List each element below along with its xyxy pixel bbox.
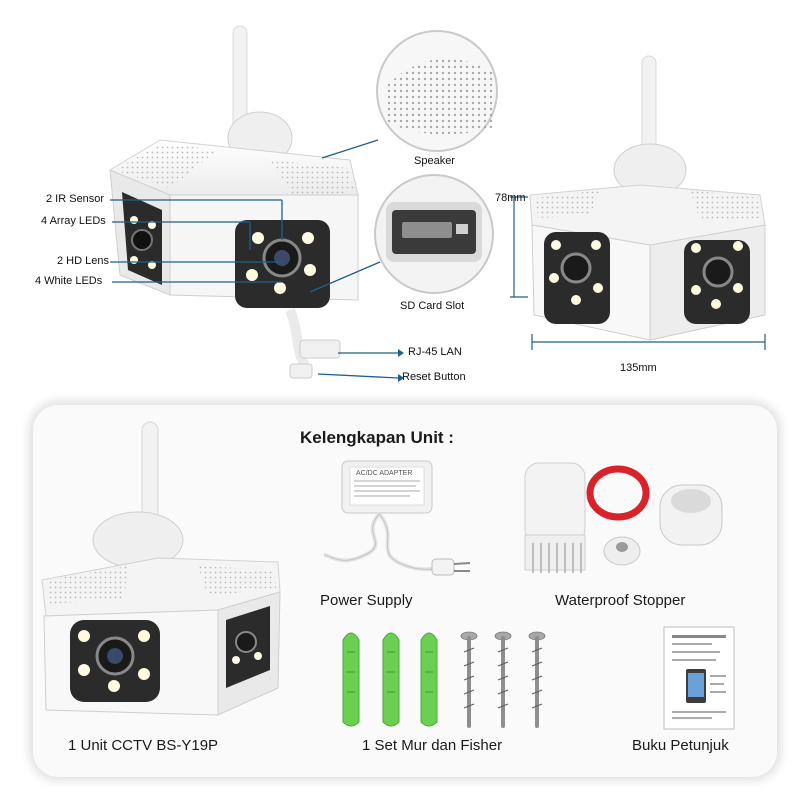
package-contents-title: Kelengkapan Unit :: [300, 428, 454, 447]
callout-ir-sensor: 2 IR Sensor: [46, 193, 105, 205]
callout-speaker: Speaker: [414, 155, 455, 167]
callout-array-leds: 4 Array LEDs: [41, 215, 106, 227]
screws-and-anchors-image: [342, 631, 546, 728]
waterproof-stopper-caption: Waterproof Stopper: [555, 592, 686, 609]
waterproof-stopper-image: [524, 462, 723, 573]
cctv-unit-image: [41, 421, 281, 716]
callout-rj45-lan: RJ-45 LAN: [408, 346, 462, 358]
callout-white-leds: 4 White LEDs: [35, 275, 103, 287]
speaker-zoom-circle: [376, 30, 498, 152]
user-manual-image: [663, 626, 735, 730]
cctv-unit-caption: 1 Unit CCTV BS-Y19P: [68, 737, 219, 754]
power-supply-image: [323, 460, 471, 576]
adapter-label-text: AC/DC ADAPTER: [356, 470, 413, 477]
callout-hd-lens: 2 HD Lens: [57, 255, 109, 267]
screws-anchors-caption: 1 Set Mur dan Fisher: [362, 737, 503, 754]
callout-reset-button: Reset Button: [402, 371, 466, 383]
camera-dimensions-illustration: [510, 55, 766, 350]
callout-lines: [110, 139, 404, 382]
user-manual-caption: Buku Petunjuk: [632, 737, 729, 754]
callout-sd-card-slot: SD Card Slot: [400, 300, 465, 312]
sd-card-slot-zoom-circle: [374, 174, 494, 294]
dimension-width-label: 135mm: [620, 362, 657, 374]
power-supply-caption: Power Supply: [320, 592, 413, 609]
dimension-height-label: 78mm: [495, 192, 526, 204]
